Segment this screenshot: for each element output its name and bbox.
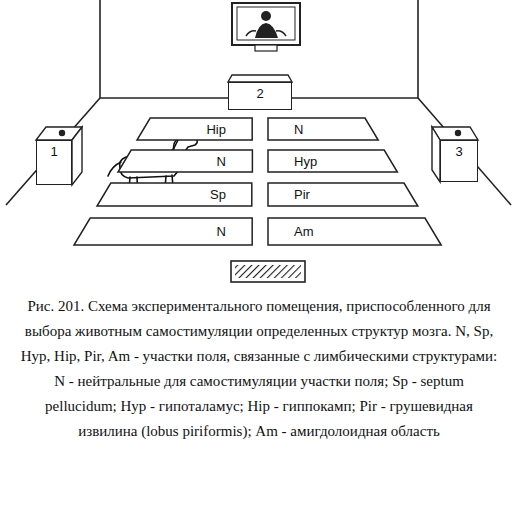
zone-label: Hyp xyxy=(292,154,319,169)
callout-number: 3 xyxy=(455,144,462,159)
zone-outline xyxy=(137,118,252,140)
zone-label: Am xyxy=(292,224,316,239)
caption-text: Рис. 201. Схема экспериментального помещ… xyxy=(21,298,498,439)
zone-label: Sp xyxy=(208,187,228,202)
zone-label: Hip xyxy=(204,122,228,137)
floor-zone: Sp xyxy=(97,183,252,206)
zone-outline xyxy=(268,150,397,172)
zone-label: N xyxy=(292,122,305,137)
floor-zone: N xyxy=(268,118,378,140)
tv-screen xyxy=(232,3,300,51)
zone-outline xyxy=(118,150,252,172)
callout-number: 1 xyxy=(50,144,57,159)
feeder-box: 3 xyxy=(440,140,478,182)
floor-mat xyxy=(231,261,305,282)
zone-outline xyxy=(97,183,252,206)
floor-zone: Pir xyxy=(268,183,418,206)
floor-zone: N xyxy=(74,218,252,245)
floor-plan: 213HipNNHypSpPirNAm xyxy=(0,0,517,290)
room-walls xyxy=(6,0,511,205)
callout-number: 2 xyxy=(256,86,263,101)
floor-zone: Am xyxy=(268,218,441,245)
feeder-box: 2 xyxy=(228,82,292,110)
figure-caption: Рис. 201. Схема экспериментального помещ… xyxy=(20,294,498,444)
zone-label: Pir xyxy=(292,187,312,202)
zone-label: N xyxy=(215,224,228,239)
zone-label: N xyxy=(215,154,228,169)
zone-outline xyxy=(268,183,418,206)
floor-zone: Hyp xyxy=(268,150,397,172)
feeder-tops xyxy=(36,75,478,185)
floor-zone: Hip xyxy=(137,118,252,140)
feeder-box: 1 xyxy=(36,140,72,185)
zone-outline xyxy=(268,118,378,140)
floor-zone: N xyxy=(118,150,252,172)
